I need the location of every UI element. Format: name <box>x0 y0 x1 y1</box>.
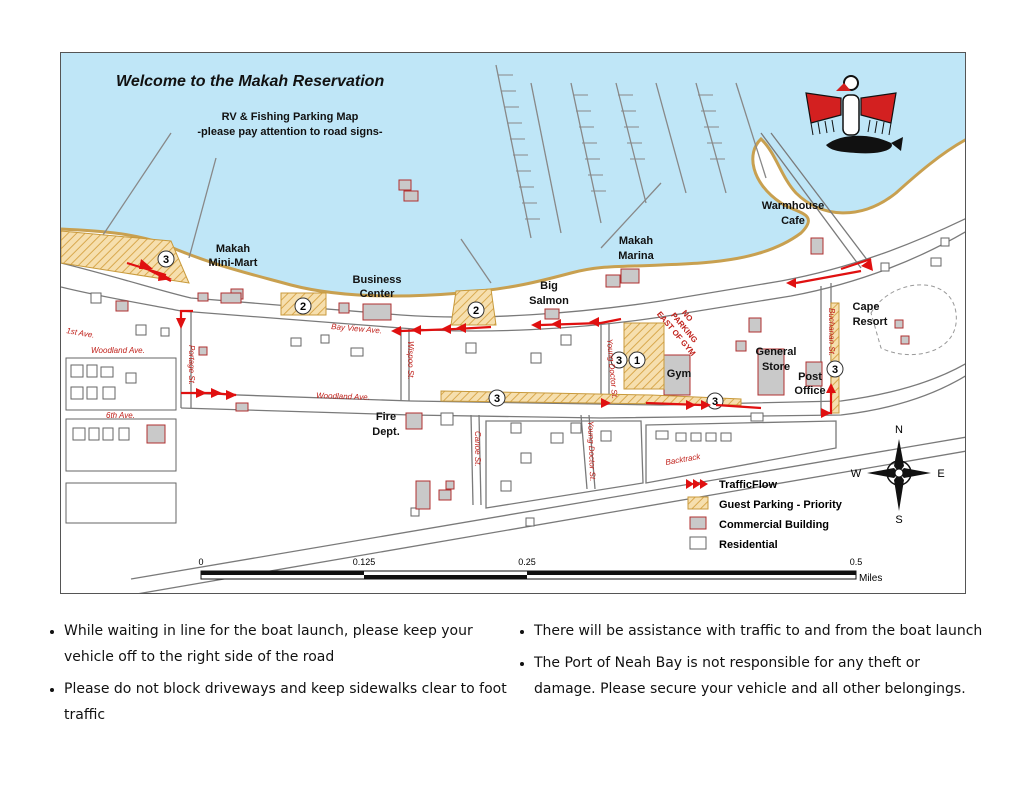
svg-text:Cape: Cape <box>853 301 880 313</box>
legend-residential: Residential <box>719 539 778 551</box>
svg-text:Business: Business <box>353 274 402 286</box>
svg-text:Salmon: Salmon <box>529 295 569 307</box>
map-title: Welcome to the Makah Reservation <box>116 73 384 90</box>
notes-left: While waiting in line for the boat launc… <box>48 618 508 734</box>
svg-text:1: 1 <box>634 355 640 367</box>
svg-text:3: 3 <box>163 254 169 266</box>
svg-text:Cafe: Cafe <box>781 215 805 227</box>
svg-text:Post: Post <box>798 371 822 383</box>
note-driveways: Please do not block driveways and keep s… <box>64 676 508 728</box>
svg-text:2: 2 <box>473 305 479 317</box>
svg-text:N: N <box>895 424 903 436</box>
svg-text:Makah: Makah <box>216 243 251 255</box>
thunderbird-whale-logo <box>805 75 903 154</box>
scale-bar: 0 0.125 0.25 0.5 Miles <box>198 557 882 584</box>
svg-text:2: 2 <box>300 301 306 313</box>
street-wispoo: Wispoo St. <box>406 341 415 380</box>
note-liability: The Port of Neah Bay is not responsible … <box>534 650 983 702</box>
svg-text:0.125: 0.125 <box>353 557 376 567</box>
svg-text:3: 3 <box>494 393 500 405</box>
marina-docks <box>100 64 767 284</box>
street-backtrack: Backtrack <box>665 452 702 467</box>
traffic-arrow-heads <box>139 259 873 418</box>
cape-resort-loop <box>870 284 957 355</box>
compass-rose-icon: N S E W <box>851 424 945 526</box>
svg-text:Fire: Fire <box>376 411 396 423</box>
street-young-doctor-north: Young Doctor St. <box>605 338 619 399</box>
street-sixth-ave: 6th Ave. <box>106 411 135 420</box>
svg-text:Office: Office <box>794 385 825 397</box>
map-legend: TrafficFlow Guest Parking - Priority Com… <box>686 479 843 551</box>
street-buchanan: Buchanan St. <box>827 308 836 356</box>
svg-text:Gym: Gym <box>667 368 692 380</box>
place-labels: Makah Mini-Mart Business Center Big Salm… <box>209 200 888 438</box>
svg-text:General: General <box>756 346 797 358</box>
notes-right: There will be assistance with traffic to… <box>518 618 983 708</box>
bay-water <box>61 53 965 297</box>
svg-text:Miles: Miles <box>859 573 882 584</box>
svg-text:3: 3 <box>832 364 838 376</box>
svg-text:Warmhouse: Warmhouse <box>762 200 825 212</box>
legend-commercial: Commercial Building <box>719 519 829 531</box>
street-bay-view: Bay View Ave. <box>331 322 383 335</box>
commercial-buildings <box>115 179 910 510</box>
svg-text:3: 3 <box>712 396 718 408</box>
map-subtitle: RV & Fishing Parking Map <box>222 111 359 123</box>
note-traffic-assistance: There will be assistance with traffic to… <box>534 618 983 644</box>
svg-text:Marina: Marina <box>618 250 654 262</box>
street-woodland-west: Woodland Ave. <box>91 346 145 355</box>
street-portage: Portage St. <box>187 345 196 385</box>
street-first-ave: 1st Ave. <box>66 326 96 340</box>
street-canoe: Canoe St. <box>473 431 482 467</box>
street-woodland-east: Woodland Ave. <box>316 391 370 402</box>
note-boat-launch-line: While waiting in line for the boat launc… <box>64 618 508 670</box>
map-notice: -please pay attention to road signs- <box>197 126 383 138</box>
svg-text:Makah: Makah <box>619 235 654 247</box>
svg-text:Center: Center <box>360 288 396 300</box>
svg-text:Store: Store <box>762 361 790 373</box>
street-young-doctor-south: Young Doctor St. <box>586 421 597 482</box>
shoreline <box>61 136 965 298</box>
svg-text:Resort: Resort <box>853 316 888 328</box>
svg-text:Big: Big <box>540 280 558 292</box>
svg-text:0: 0 <box>198 557 203 567</box>
svg-text:W: W <box>851 468 862 480</box>
svg-text:0.5: 0.5 <box>850 557 863 567</box>
legend-guest-parking: Guest Parking - Priority <box>719 499 843 511</box>
svg-text:E: E <box>937 468 944 480</box>
svg-text:Dept.: Dept. <box>372 426 400 438</box>
map-canvas: 3 2 2 3 1 3 3 3 Bay View Ave. Woodland A… <box>61 53 965 593</box>
map-frame: 3 2 2 3 1 3 3 3 Bay View Ave. Woodland A… <box>60 52 966 594</box>
svg-text:Mini-Mart: Mini-Mart <box>209 257 258 269</box>
residential-blocks <box>65 237 950 527</box>
legend-traffic-flow: TrafficFlow <box>719 479 778 491</box>
svg-text:0.25: 0.25 <box>518 557 536 567</box>
svg-text:S: S <box>895 514 902 526</box>
svg-text:3: 3 <box>616 355 622 367</box>
